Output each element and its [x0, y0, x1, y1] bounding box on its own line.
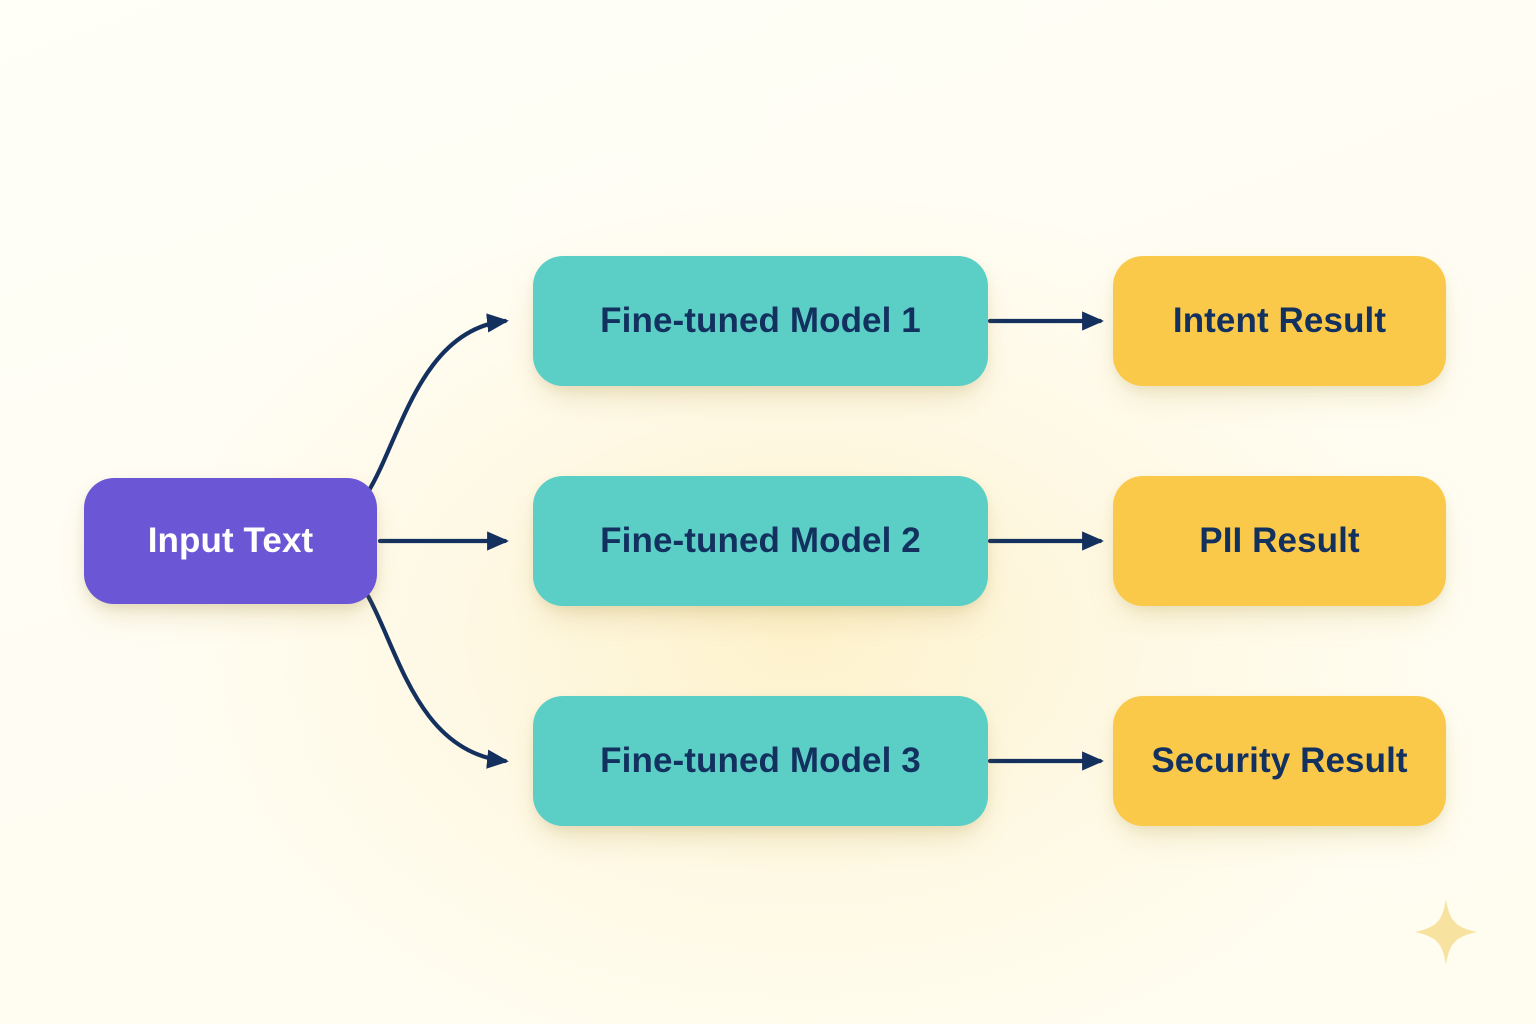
- node-security-result-label: Security Result: [1151, 740, 1408, 780]
- edge-input-to-model-1: [365, 313, 509, 495]
- edge-input-to-model-3: [365, 593, 509, 769]
- node-intent-result[interactable]: Intent Result: [1113, 256, 1446, 386]
- node-intent-result-label: Intent Result: [1172, 300, 1387, 340]
- node-fine-tuned-model-1[interactable]: Fine-tuned Model 1: [533, 256, 988, 386]
- node-fine-tuned-model-2[interactable]: Fine-tuned Model 2: [533, 476, 988, 606]
- node-input-text-label: Input Text: [147, 520, 314, 560]
- node-input-text[interactable]: Input Text: [84, 478, 377, 604]
- node-pii-result-label: PII Result: [1199, 520, 1360, 560]
- node-fine-tuned-model-2-label: Fine-tuned Model 2: [600, 520, 921, 560]
- sparkle-icon: [1414, 899, 1478, 965]
- node-fine-tuned-model-1-label: Fine-tuned Model 1: [600, 300, 921, 340]
- node-pii-result[interactable]: PII Result: [1113, 476, 1446, 606]
- node-fine-tuned-model-3[interactable]: Fine-tuned Model 3: [533, 696, 988, 826]
- node-fine-tuned-model-3-label: Fine-tuned Model 3: [600, 740, 921, 780]
- node-security-result[interactable]: Security Result: [1113, 696, 1446, 826]
